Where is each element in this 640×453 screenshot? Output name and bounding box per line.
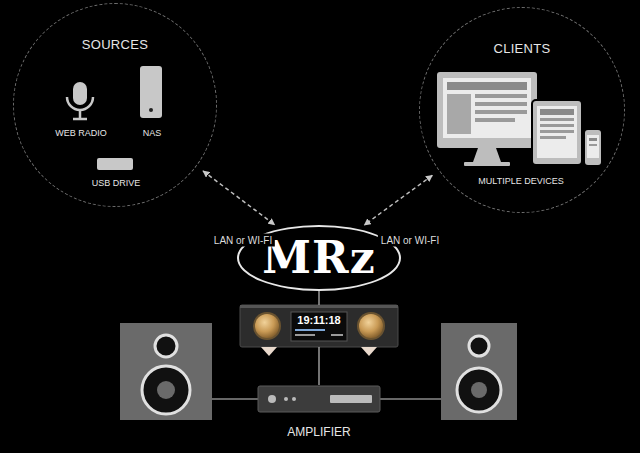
monitor-icon xyxy=(437,72,537,166)
woofer xyxy=(457,368,501,412)
nas-led xyxy=(149,108,153,112)
amplifier-icon xyxy=(258,386,380,412)
tablet-icon xyxy=(532,100,582,165)
phone-screen xyxy=(587,135,599,158)
node-label: SOURCES xyxy=(82,38,148,52)
tablet-screen xyxy=(537,106,577,158)
connector xyxy=(364,175,432,225)
mic-base xyxy=(73,118,87,121)
mic-stem xyxy=(79,110,82,118)
connector xyxy=(318,291,320,305)
phone-icon xyxy=(585,130,601,165)
tweeter xyxy=(469,336,489,356)
nas-case xyxy=(140,66,162,118)
screen-line xyxy=(589,144,597,146)
player-device: 19:11:18 xyxy=(240,305,398,347)
screen-line xyxy=(589,138,597,141)
device-body xyxy=(240,305,398,347)
client-group: CLIENTS MULTIPLE DEVICES xyxy=(419,7,625,213)
connector xyxy=(318,347,320,385)
usb-drive-icon xyxy=(97,158,133,170)
speaker-cabinet xyxy=(441,323,517,420)
monitor-base xyxy=(464,162,510,166)
node-label: MRz xyxy=(262,234,375,282)
node-label: AMPLIFIER xyxy=(287,426,350,439)
source-item: WEB RADIO xyxy=(46,79,116,141)
amplifier-button xyxy=(284,397,288,401)
speaker xyxy=(441,323,517,420)
source-item: NAS xyxy=(126,63,178,141)
node-label: WEB RADIO xyxy=(55,129,107,139)
node-label: CLIENTS xyxy=(493,42,550,56)
connection-label: LAN or WI-FI xyxy=(211,234,275,247)
amplifier-case xyxy=(258,386,380,412)
amplifier-box: AMPLIFIER xyxy=(250,385,388,441)
screen-line xyxy=(475,110,527,114)
device-foot xyxy=(261,347,277,356)
node-label: MULTIPLE DEVICES xyxy=(478,177,563,187)
tweeter xyxy=(155,335,177,357)
monitor-bezel xyxy=(437,72,537,148)
display-line xyxy=(295,334,315,336)
screen-line xyxy=(540,118,574,121)
display-line xyxy=(331,334,343,336)
nas-icon xyxy=(140,66,162,118)
speaker-wire xyxy=(212,398,258,400)
woofer-cap xyxy=(157,381,175,399)
node-label: 19:11:18 xyxy=(297,314,340,326)
speaker xyxy=(120,323,212,420)
screen-line xyxy=(540,136,566,139)
woofer-cap xyxy=(471,382,487,398)
screen-line xyxy=(475,94,527,98)
node-label: NAS xyxy=(143,129,162,139)
node-label: USB DRIVE xyxy=(92,179,141,189)
connector xyxy=(203,171,275,225)
speaker-wire xyxy=(380,398,441,400)
screen-block xyxy=(447,94,471,134)
screen-line xyxy=(540,124,574,127)
mic-holder xyxy=(67,97,93,110)
mic-capsule xyxy=(73,82,87,105)
knob-ring xyxy=(357,312,385,340)
display-screen xyxy=(291,312,347,341)
monitor-screen xyxy=(443,78,531,138)
woofer xyxy=(142,366,190,414)
client-item: MULTIPLE DEVICES xyxy=(451,65,591,189)
screen-line xyxy=(540,130,574,133)
microphone-icon xyxy=(67,82,93,119)
screen-block xyxy=(540,109,574,115)
device-foot xyxy=(361,347,377,356)
knob-ring xyxy=(253,312,281,340)
screen-block xyxy=(447,82,527,90)
source-group: SOURCES WEB RADIO NAS USB DRIVE xyxy=(13,3,217,207)
display-line xyxy=(295,329,325,331)
connection-label: LAN or WI-FI xyxy=(378,234,442,247)
amplifier-knob xyxy=(268,395,276,403)
source-item: USB DRIVE xyxy=(81,155,151,191)
screen-line xyxy=(475,102,527,106)
amplifier-button xyxy=(292,397,296,401)
monitor-stand xyxy=(473,148,501,162)
phone-case xyxy=(585,130,601,165)
speaker-cabinet xyxy=(120,323,212,420)
gold-knob xyxy=(359,314,383,338)
screen-line xyxy=(475,118,515,122)
gold-knob xyxy=(255,314,279,338)
device-top-edge xyxy=(240,305,398,308)
tablet-case xyxy=(532,100,582,165)
amplifier-panel xyxy=(330,395,372,403)
